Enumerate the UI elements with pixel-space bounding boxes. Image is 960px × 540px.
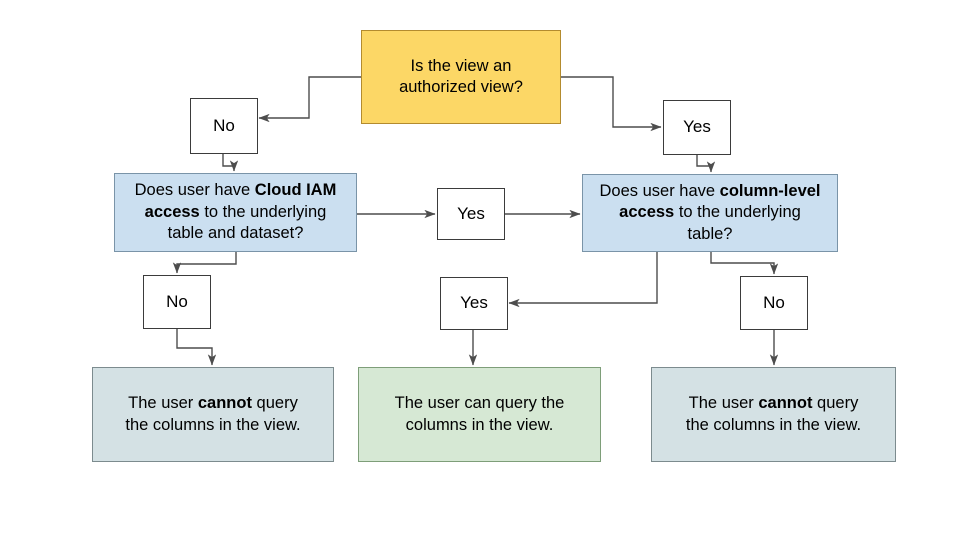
node-column-level-question[interactable]: Does user have column-level access to th… [582, 174, 838, 252]
branch-no-left-label: No [166, 291, 188, 311]
iam-question-text: Does user have Cloud IAM access to the u… [121, 180, 350, 244]
column-level-question-part1: Does user have [599, 181, 720, 200]
node-branch-no-right[interactable]: No [740, 276, 808, 330]
edge-no-top-to-iam [222, 154, 239, 172]
node-outcome-deny-right[interactable]: The user cannot query the columns in the… [651, 367, 896, 462]
node-branch-no-left[interactable]: No [143, 275, 211, 329]
outcome-allow-center-text: The user can query the columns in the vi… [394, 394, 565, 434]
edge-decision-to-yes-top [561, 76, 662, 132]
iam-question-bold1: Cloud IAM [254, 181, 337, 200]
iam-question-part1: Does user have [134, 181, 255, 200]
node-branch-yes-top[interactable]: Yes [663, 100, 731, 155]
authorized-view-question-line2: authorized view? [399, 78, 523, 96]
branch-yes-mid-label: Yes [457, 203, 485, 223]
node-branch-yes-center[interactable]: Yes [440, 277, 508, 330]
column-level-question-part2: to the underlying table? [674, 203, 801, 243]
authorized-view-question-text: Is the view an authorized view? [368, 56, 554, 99]
iam-question-bold2: access [144, 202, 200, 221]
outcome-deny-right-part2: query the columns in the view. [685, 394, 862, 434]
edge-no-left-to-deny [176, 329, 217, 366]
edge-yes-top-to-column [696, 155, 716, 173]
column-level-question-text: Does user have column-level access to th… [589, 181, 831, 245]
column-level-question-bold1: column-level access [619, 181, 821, 222]
outcome-deny-left-text: The user cannot query the columns in the… [99, 393, 327, 436]
outcome-deny-right-text: The user cannot query the columns in the… [658, 393, 889, 436]
outcome-deny-left-bold1: cannot [197, 394, 252, 413]
edge-column-to-yes-center [508, 252, 658, 308]
outcome-deny-right-bold1: cannot [758, 394, 813, 413]
iam-question-part3: to the underlying table and dataset? [167, 202, 327, 243]
branch-yes-top-label: Yes [683, 117, 711, 137]
outcome-deny-left-part1: The user [128, 394, 198, 413]
outcome-deny-left-part2: query the columns in the view. [125, 394, 301, 434]
outcome-deny-right-part1: The user [688, 394, 759, 413]
authorized-view-question-line1: Is the view an [410, 56, 512, 75]
node-iam-question[interactable]: Does user have Cloud IAM access to the u… [114, 173, 357, 252]
branch-yes-center-label: Yes [460, 293, 488, 313]
edge-decision-to-no-top [258, 76, 361, 123]
branch-no-right-label: No [763, 292, 785, 312]
node-branch-yes-mid[interactable]: Yes [437, 188, 505, 240]
edge-iam-to-no-left [172, 252, 237, 274]
node-branch-no-top[interactable]: No [190, 98, 258, 154]
edge-column-to-no-right [710, 252, 779, 275]
branch-no-top-label: No [213, 115, 235, 135]
node-outcome-deny-left[interactable]: The user cannot query the columns in the… [92, 367, 334, 462]
node-authorized-view-question[interactable]: Is the view an authorized view? [361, 30, 561, 124]
node-outcome-allow-center[interactable]: The user can query the columns in the vi… [358, 367, 601, 462]
